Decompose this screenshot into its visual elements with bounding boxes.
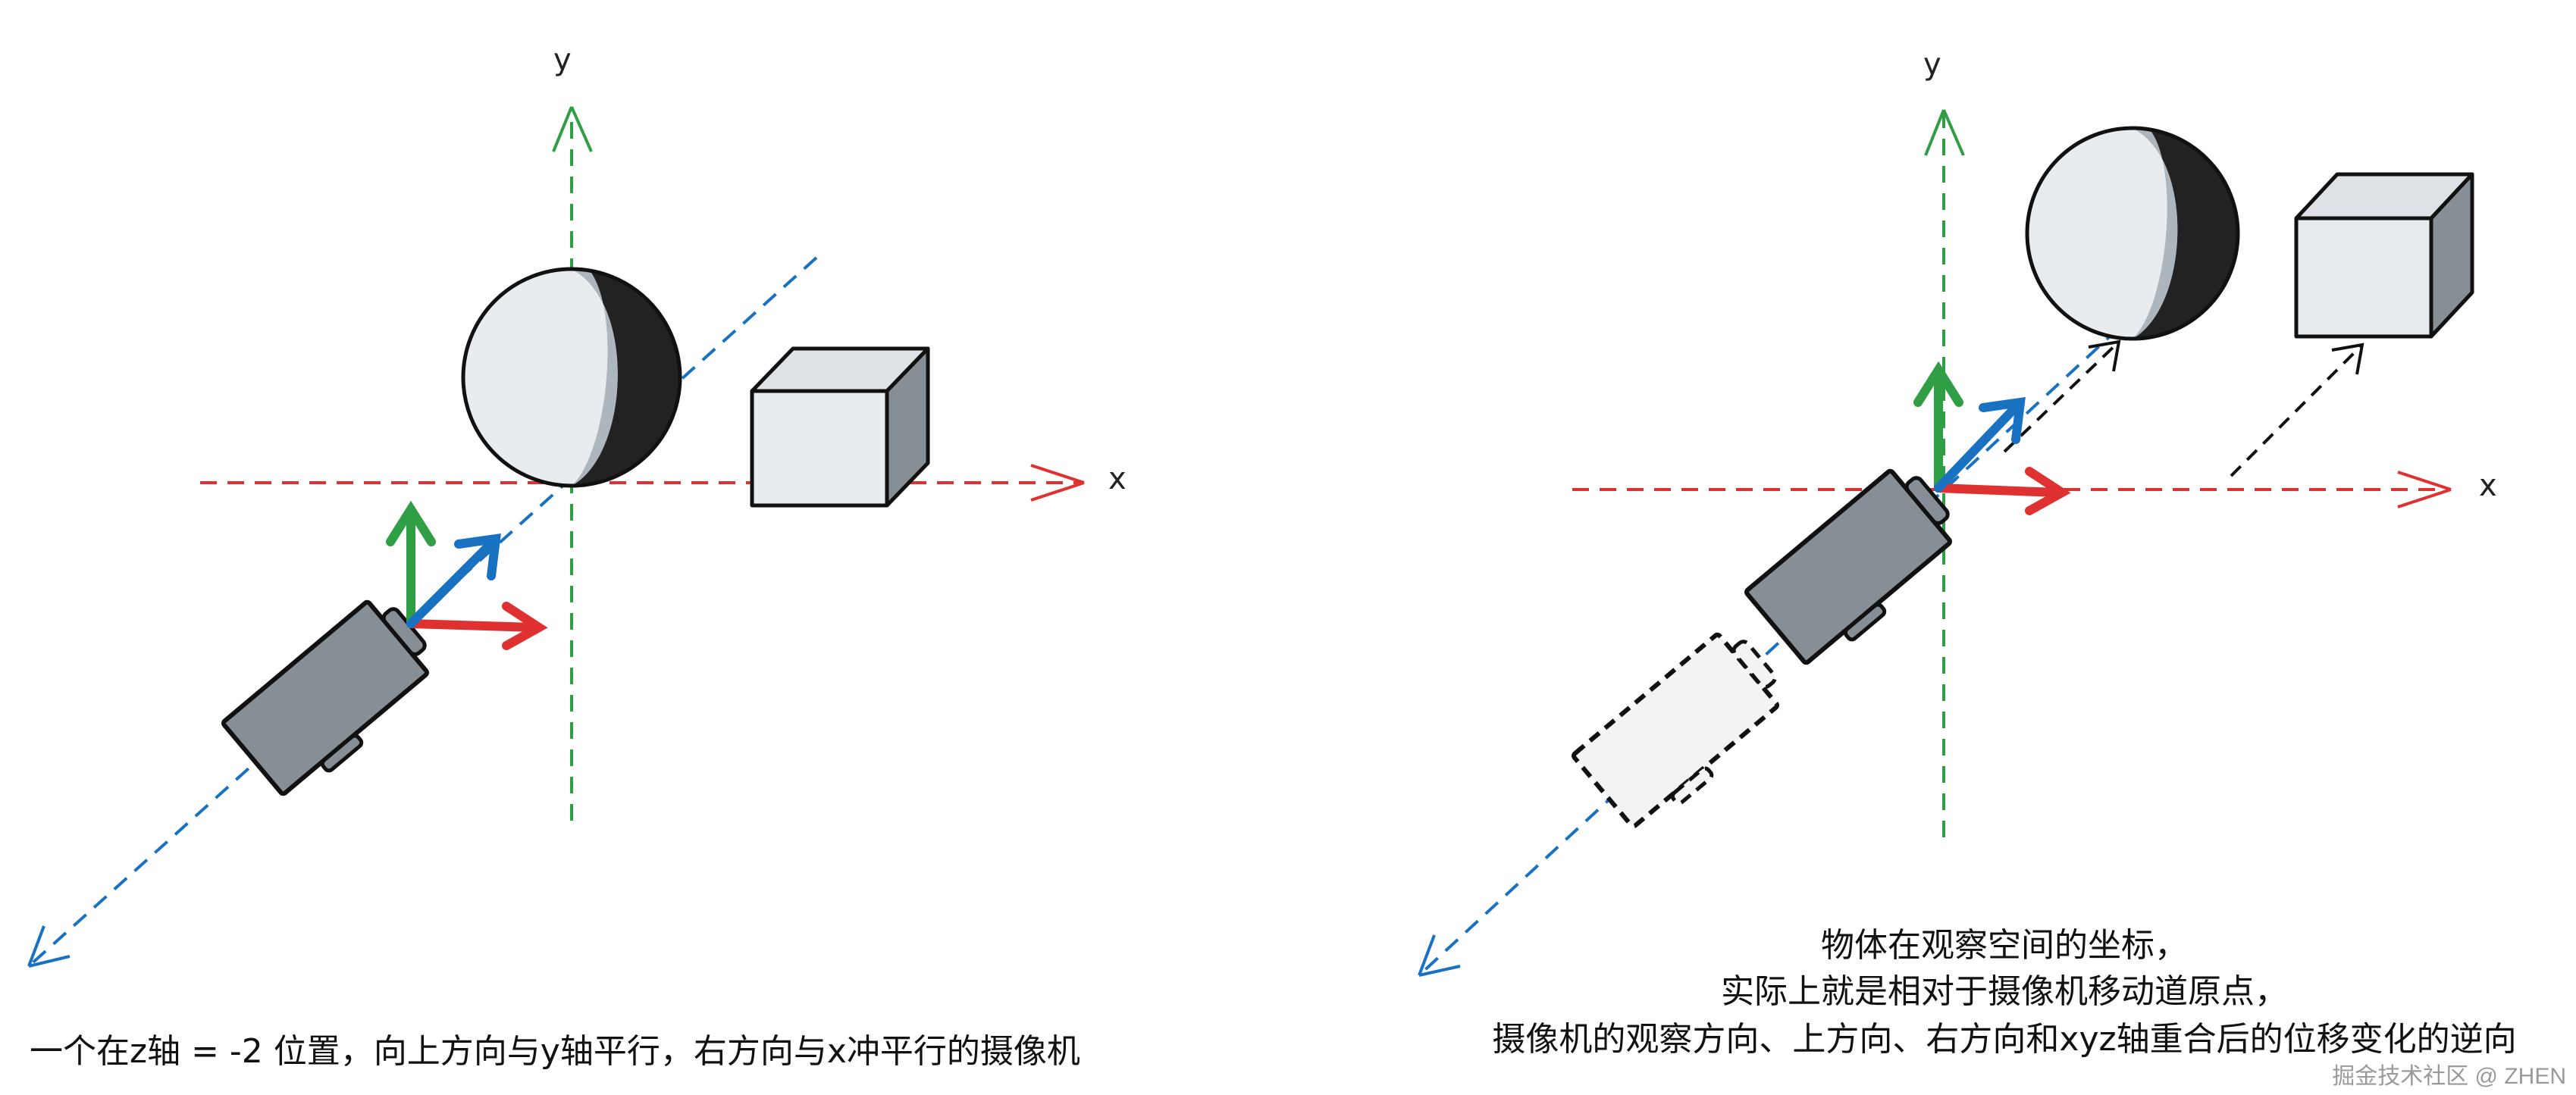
translation-arrows xyxy=(2003,339,2364,477)
cube xyxy=(2294,172,2474,339)
x-axis-arrowhead xyxy=(1030,464,1085,502)
right-caption: 物体在观察空间的坐标， 实际上就是相对于摄像机移动道原点， 摄像机的观察方向、上… xyxy=(1492,926,2516,1059)
right-vector-arrow xyxy=(1934,467,2071,515)
x-axis-label: x xyxy=(1108,461,1127,496)
up-vector-arrow xyxy=(1913,361,1963,493)
y-axis-arrowhead xyxy=(552,106,593,152)
sphere xyxy=(2025,126,2240,341)
right-vector-arrow xyxy=(406,602,548,650)
up-vector-arrow xyxy=(386,500,436,628)
forward-vector-arrow xyxy=(406,533,501,628)
camera-axes xyxy=(386,500,548,650)
cube xyxy=(750,346,930,508)
original-camera-dashed xyxy=(1572,623,1798,837)
z-axis xyxy=(1418,327,2120,977)
cube-translation-arrowhead xyxy=(2331,343,2364,375)
y-axis-arrowhead xyxy=(1924,109,1965,156)
watermark: 掘金技术社区 @ ZHEN xyxy=(2332,1064,2566,1089)
x-axis-label: x xyxy=(2479,468,2497,503)
cube-translation-arrow xyxy=(2230,343,2364,477)
left-panel: y x 一个在z轴 = -2 位置，向上方向与y轴平行，右方向与x冲平行的摄像机 xyxy=(27,42,1127,1071)
y-axis-label: y xyxy=(1923,47,1941,82)
y-axis-label: y xyxy=(553,42,572,77)
caption-line-1: 物体在观察空间的坐标， xyxy=(1821,926,2188,965)
left-caption: 一个在z轴 = -2 位置，向上方向与y轴平行，右方向与x冲平行的摄像机 xyxy=(30,1032,1080,1071)
sphere-translation-arrowhead xyxy=(2088,339,2121,372)
caption-line-3: 摄像机的观察方向、上方向、右方向和xyz轴重合后的位移变化的逆向 xyxy=(1492,1020,2516,1059)
right-panel: y x xyxy=(1418,47,2517,1059)
sphere xyxy=(461,267,682,488)
x-axis-arrowhead xyxy=(2397,471,2452,508)
z-axis-arrowhead xyxy=(1418,934,1461,977)
sphere-translation-arrow xyxy=(2003,340,2120,453)
forward-vector-arrow xyxy=(1934,396,2026,493)
camera-axes xyxy=(1913,361,2071,515)
caption-line-2: 实际上就是相对于摄像机移动道原点， xyxy=(1721,972,2288,1011)
z-axis-arrowhead xyxy=(27,925,71,968)
